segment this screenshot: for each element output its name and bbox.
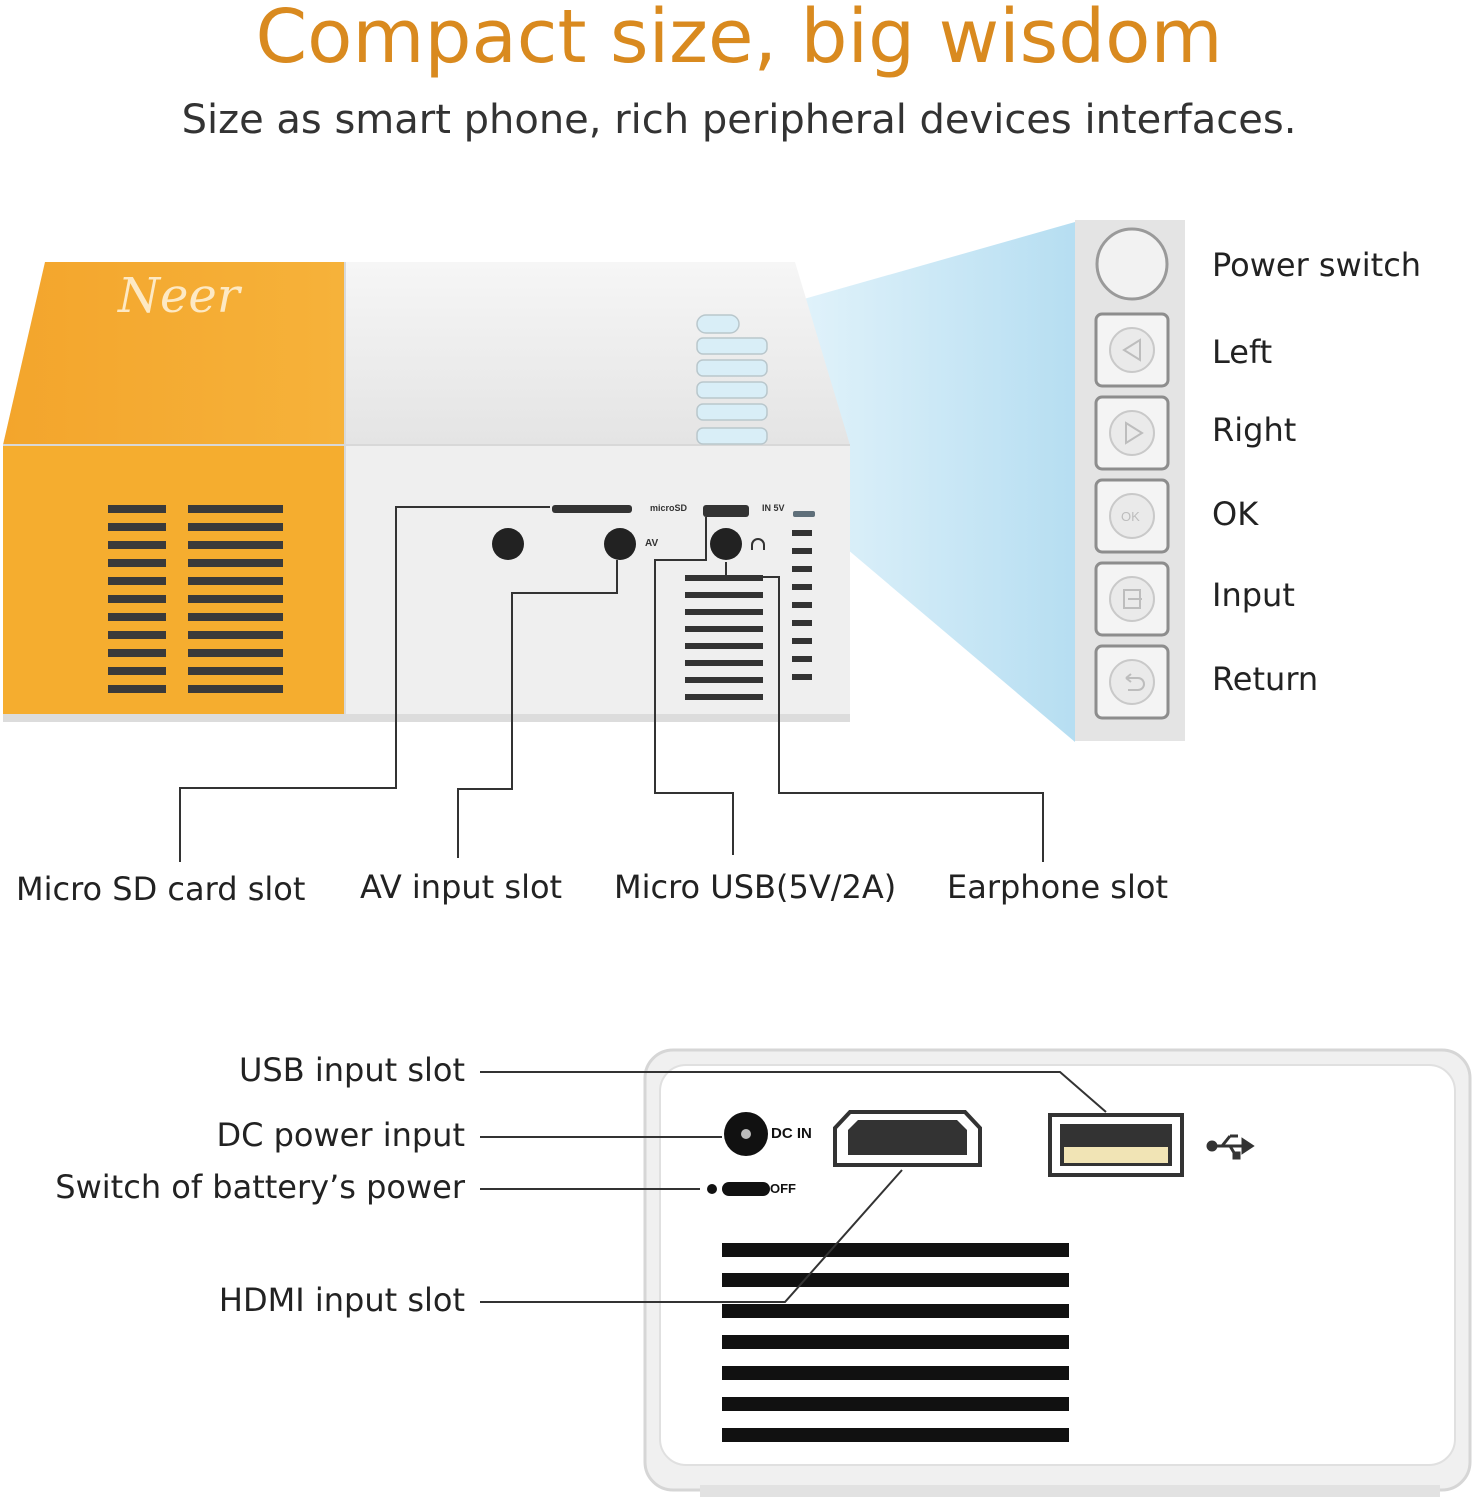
- battery-switch: [722, 1182, 770, 1196]
- label-power-switch: Power switch: [1212, 246, 1422, 284]
- av-port: [604, 528, 636, 560]
- projector-orange-top: [3, 262, 345, 445]
- label-av-input-slot: AV input slot: [360, 868, 563, 906]
- page-subtitle: Size as smart phone, rich peripheral dev…: [181, 97, 1297, 143]
- earphone-icon: [751, 538, 765, 550]
- av-mark: AV: [645, 538, 659, 549]
- label-micro-usb: Micro USB(5V/2A): [614, 868, 897, 906]
- usb-port: [1048, 1113, 1184, 1177]
- hdmi-port: [833, 1110, 982, 1167]
- label-usb-input-slot: USB input slot: [238, 1051, 465, 1089]
- power-switch-button: [1095, 227, 1169, 301]
- projector-orange-front: [3, 445, 345, 720]
- projector-top-buttons: [696, 314, 768, 445]
- label-micro-sd-card-slot: Micro SD card slot: [16, 870, 306, 908]
- dc-in-mark: DC IN: [771, 1125, 812, 1142]
- panel-buttons: [1094, 312, 1170, 720]
- microsd-mark: microSD: [650, 503, 688, 513]
- left-arrow-icon: [1122, 338, 1141, 362]
- indicator-led: [793, 511, 815, 517]
- microsd-slot: [552, 505, 632, 513]
- label-input: Input: [1212, 576, 1295, 614]
- label-dc-power-input: DC power input: [216, 1116, 465, 1154]
- label-ok: OK: [1212, 495, 1259, 533]
- label-battery-switch: Switch of battery’s power: [55, 1168, 465, 1206]
- label-right: Right: [1212, 411, 1297, 449]
- label-earphone-slot: Earphone slot: [947, 868, 1168, 906]
- page-title: Compact size, big wisdom: [255, 0, 1223, 80]
- off-mark: OFF: [770, 1181, 796, 1196]
- ok-button-mark: OK: [1121, 509, 1140, 524]
- label-return: Return: [1212, 660, 1319, 698]
- right-arrow-icon: [1125, 421, 1144, 445]
- earphone-port: [710, 528, 742, 560]
- in5v-mark: IN 5V: [762, 503, 785, 513]
- leader-lines-back: [480, 1071, 1107, 1303]
- usb-symbol-icon: [1206, 1134, 1255, 1160]
- label-left: Left: [1212, 333, 1273, 371]
- brand-logo: Neer: [118, 268, 240, 324]
- return-icon: [1125, 673, 1145, 691]
- input-icon: [1123, 589, 1142, 609]
- leader-lines-top: [179, 506, 1044, 862]
- orange-vent-grille: [108, 505, 283, 693]
- white-vent-grille: [685, 530, 812, 700]
- micro-usb-port: [703, 505, 749, 517]
- round-port: [492, 528, 524, 560]
- label-hdmi-input-slot: HDMI input slot: [218, 1281, 465, 1319]
